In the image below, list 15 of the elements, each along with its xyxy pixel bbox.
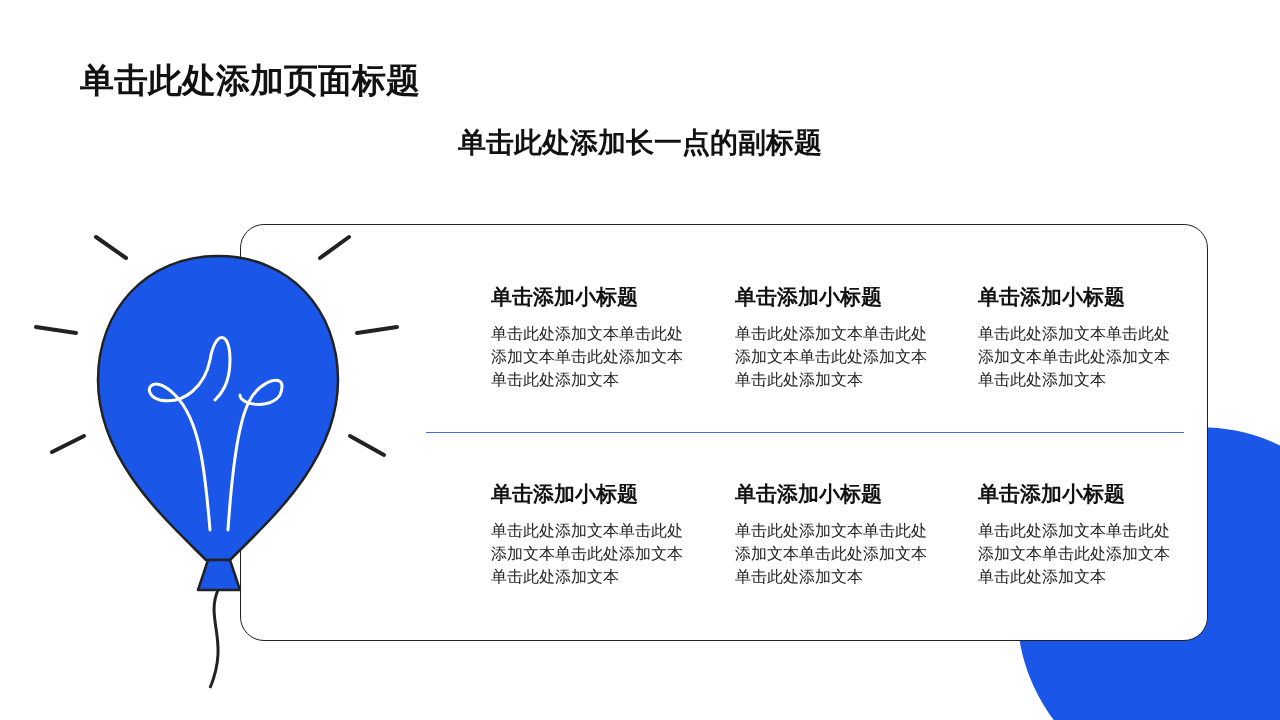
subheading: 单击添加小标题 xyxy=(978,284,1125,311)
subheading: 单击添加小标题 xyxy=(735,481,882,508)
body-text: 单击此处添加文本单击此处添加文本单击此处添加文本单击此处添加文本 xyxy=(735,521,928,588)
subheading: 单击添加小标题 xyxy=(491,481,638,508)
body-text: 单击此处添加文本单击此处添加文本单击此处添加文本单击此处添加文本 xyxy=(735,324,928,391)
subheading: 单击添加小标题 xyxy=(978,481,1125,508)
subheading: 单击添加小标题 xyxy=(735,284,882,311)
page-title: 单击此处添加页面标题 xyxy=(80,59,420,102)
body-text: 单击此处添加文本单击此处添加文本单击此处添加文本单击此处添加文本 xyxy=(978,324,1171,391)
body-text: 单击此处添加文本单击此处添加文本单击此处添加文本单击此处添加文本 xyxy=(491,521,684,588)
content-panel xyxy=(240,224,1208,641)
subtitle: 单击此处添加长一点的副标题 xyxy=(458,125,822,161)
subheading: 单击添加小标题 xyxy=(491,284,638,311)
body-text: 单击此处添加文本单击此处添加文本单击此处添加文本单击此处添加文本 xyxy=(491,324,684,391)
body-text: 单击此处添加文本单击此处添加文本单击此处添加文本单击此处添加文本 xyxy=(978,521,1171,588)
